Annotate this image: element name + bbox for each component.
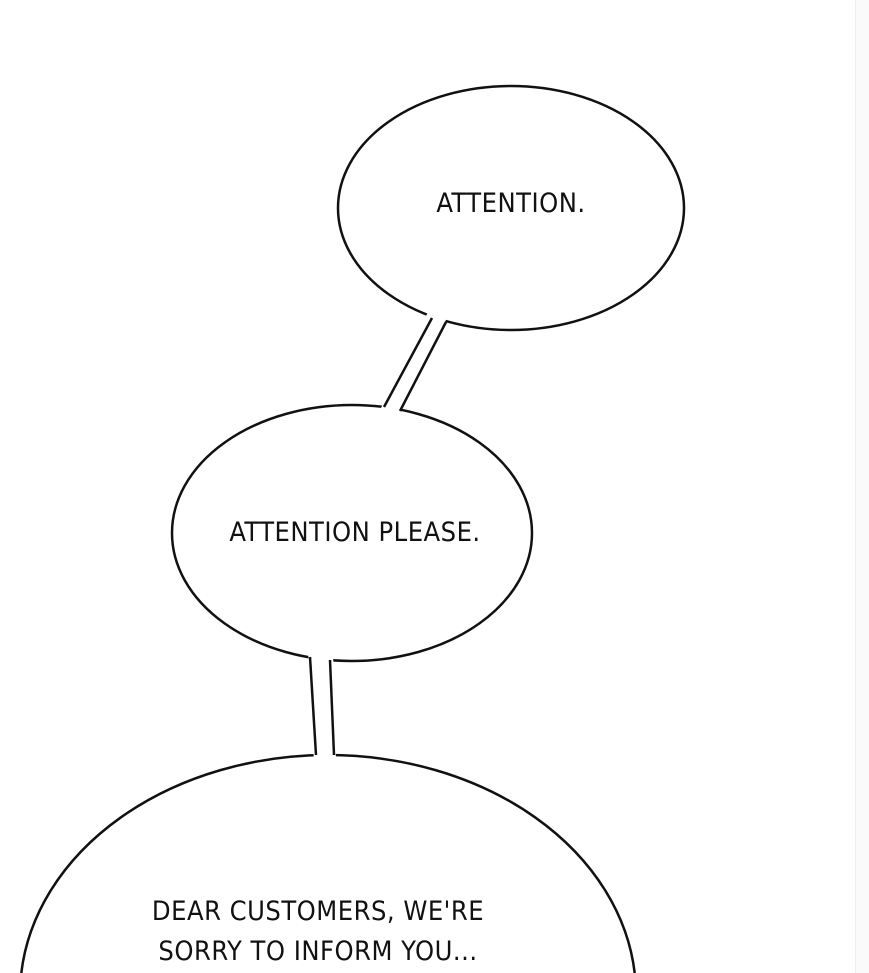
bubble-2-text: ATTENTION PLEASE. — [229, 517, 481, 548]
bubble-connector-1 — [380, 312, 448, 415]
bubble-3-line-2: SORRY TO INFORM YOU... — [158, 936, 478, 967]
bubble-3-line-1: DEAR CUSTOMERS, WE'RE — [151, 896, 485, 927]
speech-bubble-1 — [336, 84, 686, 332]
speech-bubble-2 — [170, 403, 534, 663]
bubble-1-text: ATTENTION. — [436, 188, 586, 219]
page-edge — [855, 0, 869, 973]
bubble-connector-2 — [308, 650, 336, 762]
